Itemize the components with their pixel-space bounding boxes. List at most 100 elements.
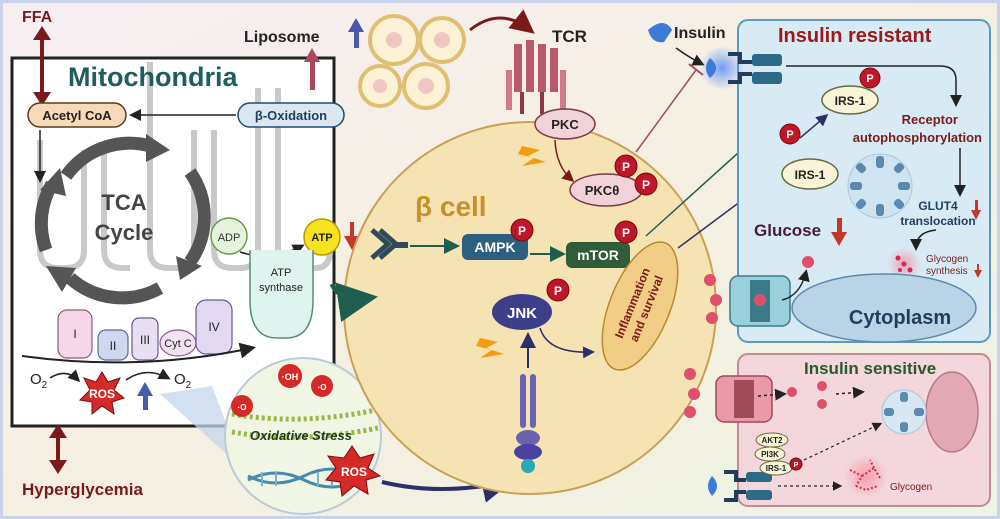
o2-radical-label-2: ·O xyxy=(238,403,247,412)
sensitive-organelle xyxy=(925,371,979,453)
glut4-vesicle xyxy=(847,153,913,219)
ros-burst-icon xyxy=(78,371,126,416)
insulin-molecule-icon xyxy=(648,23,672,43)
tca-cycle-arrows xyxy=(34,134,211,305)
arrow-glut4-to-glycogen xyxy=(910,229,937,251)
beta-cell-label: β cell xyxy=(415,191,487,222)
cytoplasm-organelle xyxy=(791,273,977,343)
glycogen-label: Glycogen xyxy=(890,482,932,493)
glucose-dot-icon xyxy=(684,368,696,380)
membrane-receptor-left xyxy=(370,228,408,260)
pkc-theta-label: PKCθ xyxy=(585,183,619,198)
lightning-icon xyxy=(476,338,504,358)
arrow-irs1-to-glut4-sensitive xyxy=(803,422,883,461)
hydroxyl-radical-dot xyxy=(278,364,302,388)
arrow-o2-to-ros xyxy=(49,369,81,383)
phosphate-icon xyxy=(614,220,638,244)
acetyl-coa-box xyxy=(27,102,127,128)
arrow-glucose-uptake-sensitive xyxy=(757,388,787,401)
cytoplasm-label: Cytoplasm xyxy=(849,307,951,329)
ros-label: ROS xyxy=(89,387,115,401)
o2-right-label: O2 xyxy=(174,371,192,391)
mtor-label: mTOR xyxy=(577,247,619,263)
glycogen-particle-icon xyxy=(895,255,913,273)
liposome-cluster xyxy=(358,14,466,110)
glucose-dot-icon xyxy=(706,312,718,324)
adp-circle xyxy=(210,217,248,255)
insulin-receptor-resistant xyxy=(706,52,782,84)
down-arrow-icon xyxy=(971,200,981,220)
jnk-node xyxy=(492,294,552,330)
membrane-bilayer xyxy=(231,407,379,440)
up-arrow-icon xyxy=(137,382,153,410)
arrow-liposome-to-tcr xyxy=(469,9,535,34)
insulin-receptor-sensitive xyxy=(708,470,772,502)
insulin-glow xyxy=(700,46,744,90)
arrow-jnk-to-inflammation xyxy=(539,327,595,359)
phosphate-label-pkctheta-2: P xyxy=(642,178,650,192)
glucose-dot-icon xyxy=(754,294,766,306)
complex-2-label: II xyxy=(110,339,117,353)
hyperglycemia-label: Hyperglycemia xyxy=(22,480,143,499)
arrow-glucose-to-glycogen xyxy=(835,386,865,399)
glucose-dot-icon xyxy=(817,381,827,391)
pkc-node xyxy=(534,108,596,140)
beta-oxidation-box xyxy=(237,102,345,128)
mitochondria-title: Mitochondria xyxy=(68,62,238,92)
phosphate-icon xyxy=(779,123,801,145)
tca-label-line1: TCA xyxy=(101,190,146,215)
glut4-label-line1: GLUT4 xyxy=(918,199,958,213)
glycogen-synthesis-label-line2: synthesis xyxy=(926,266,968,277)
oh-radical-label: ·OH xyxy=(282,372,299,382)
arrow-ros-to-o2 xyxy=(125,368,171,381)
phosphate-icon xyxy=(614,154,638,178)
pkc-label: PKC xyxy=(551,117,579,132)
ampk-label: AMPK xyxy=(474,239,515,255)
irs1-label-lower: IRS-1 xyxy=(795,168,826,182)
ros-stress-burst-icon xyxy=(325,445,382,497)
oxidative-stress-label: Oxidative Stress xyxy=(250,428,352,443)
membrane-receptor-bottom xyxy=(514,374,542,473)
atp-synthase-label-line1: ATP xyxy=(271,267,292,279)
electron-transport-chain xyxy=(57,299,233,361)
inhibition-pkctheta-to-insulin-receptor xyxy=(635,69,697,153)
phosphate-label-jnk: P xyxy=(554,284,562,298)
inflammation-survival-box: Inflammation and survival xyxy=(601,241,679,371)
phosphate-icon xyxy=(546,278,570,302)
phosphate-label-mtor: P xyxy=(622,226,630,240)
glucose-dot-icon xyxy=(817,399,827,409)
receptor-label-line1: Receptor xyxy=(902,112,958,127)
glucose-dot-icon xyxy=(710,294,722,306)
arrow-insulin-to-receptor xyxy=(675,47,705,66)
superoxide-dot-1 xyxy=(311,375,333,397)
down-arrow-icon xyxy=(831,218,847,246)
glucose-dot-icon xyxy=(787,387,797,397)
hyperglycemia-bidirectional-arrow xyxy=(49,424,67,474)
ros-stress-label: ROS xyxy=(341,465,367,479)
lightning-icon xyxy=(518,146,546,166)
down-arrow-icon xyxy=(974,264,982,278)
phosphate-label-pkctheta-1: P xyxy=(622,160,630,174)
akt2-label: AKT2 xyxy=(762,436,783,445)
irs1-node-top xyxy=(821,85,879,115)
phosphate-label-irs1-top: P xyxy=(866,73,873,85)
o2-left-label: O2 xyxy=(30,371,48,391)
glut4-label-line2: translocation xyxy=(900,214,975,228)
mtor-node xyxy=(566,242,630,268)
phosphate-icon xyxy=(789,457,803,471)
tcr-label: TCR xyxy=(552,27,587,46)
up-arrow-icon xyxy=(348,18,364,48)
arrow-pkc-to-pkctheta xyxy=(554,139,575,182)
irs1-node-lower xyxy=(781,158,839,190)
glucose-dot-icon xyxy=(688,388,700,400)
glucose-dot-icon xyxy=(704,274,716,286)
phosphate-label-ampk: P xyxy=(518,224,526,238)
irs1-label-top: IRS-1 xyxy=(835,94,866,108)
adp-label: ADP xyxy=(218,232,241,244)
glucose-dot-icon xyxy=(802,256,814,268)
arrow-glucose-uptake-resistant xyxy=(781,269,810,301)
complex-4-label: IV xyxy=(208,320,219,334)
insulin-sensitive-title: Insulin sensitive xyxy=(804,359,936,378)
